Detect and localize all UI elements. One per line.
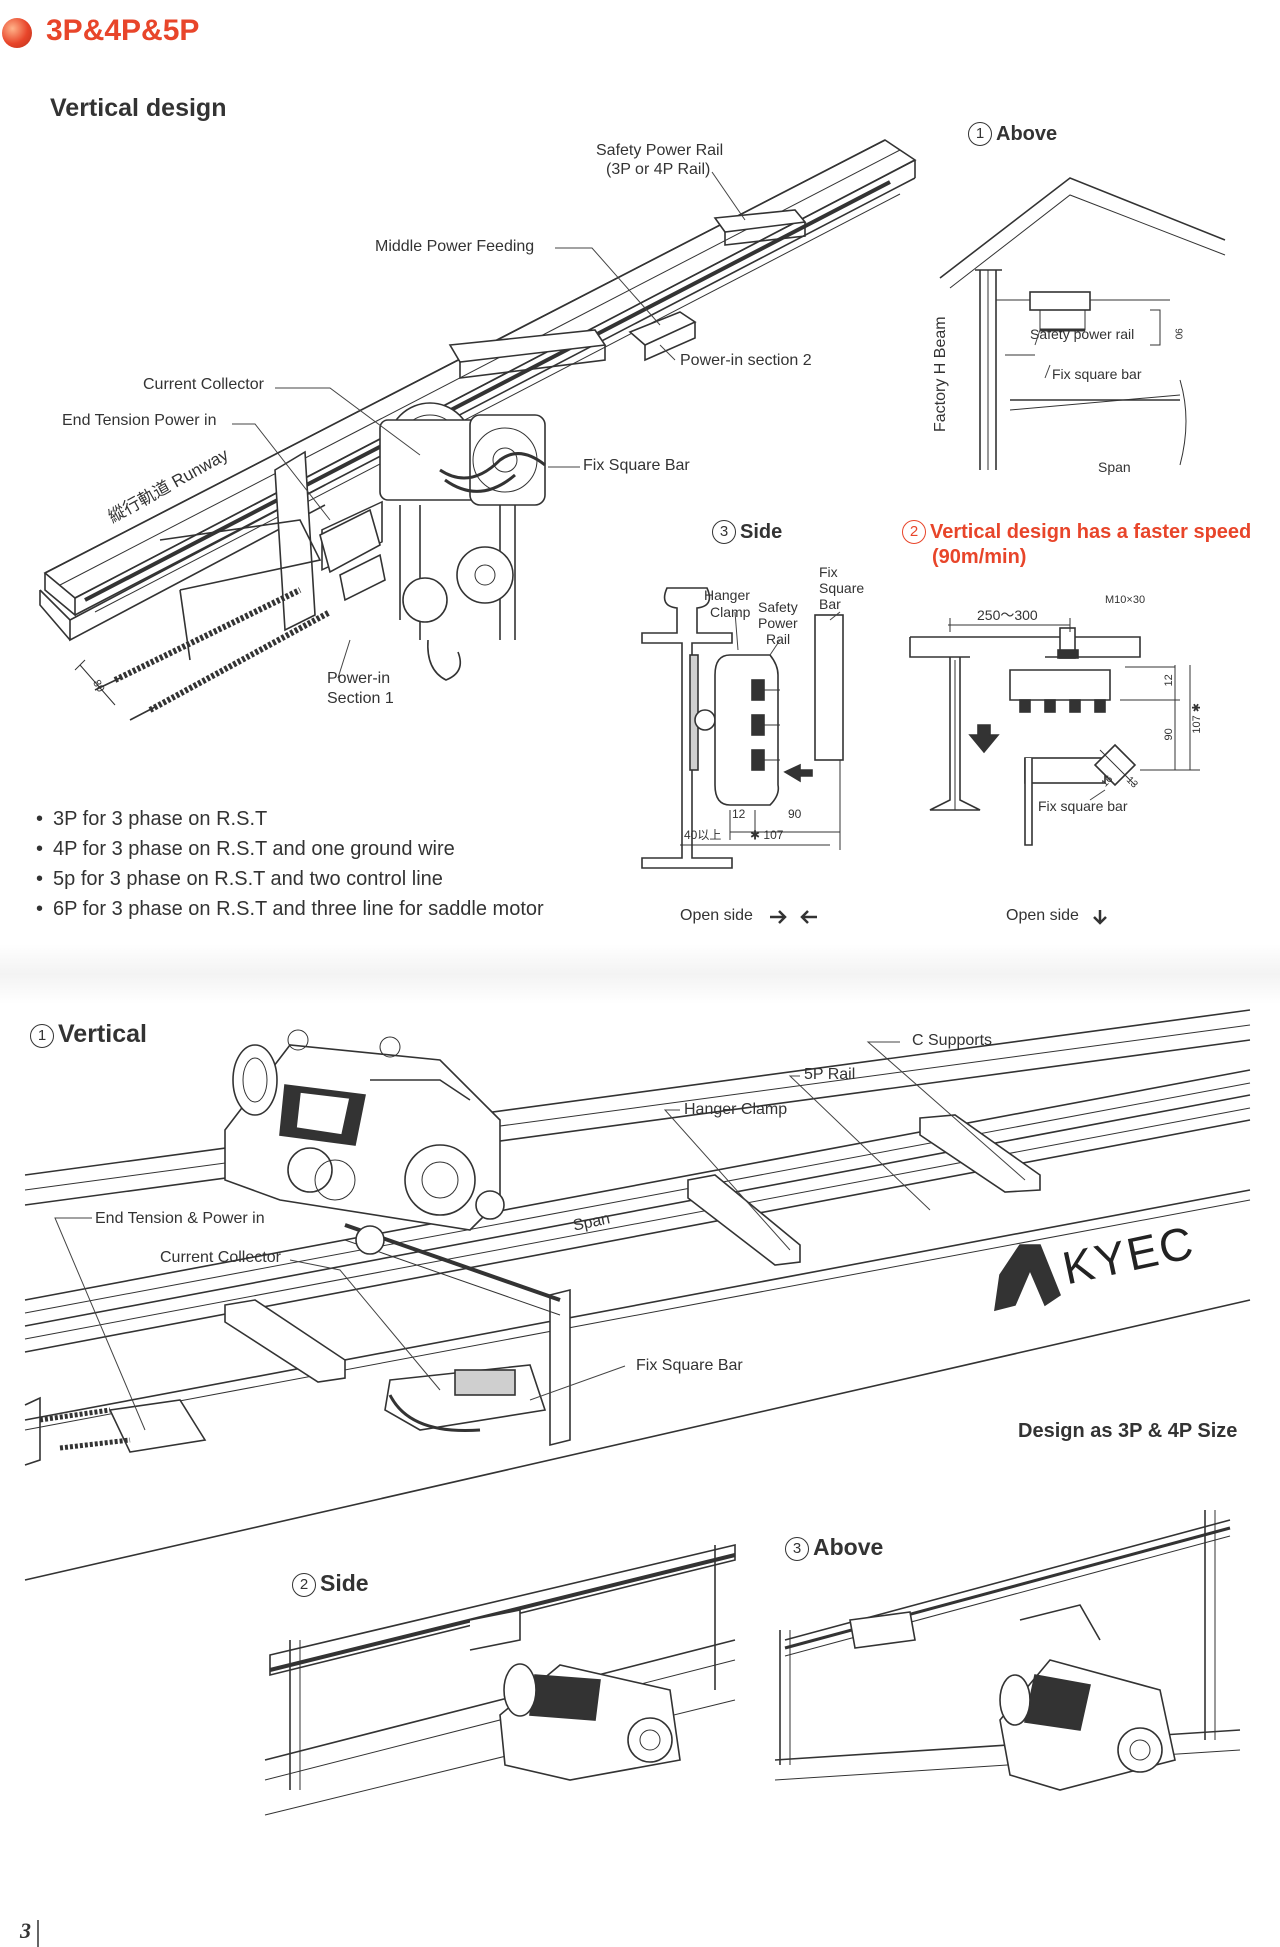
label-fix-square-bar-c: Bar bbox=[819, 596, 841, 612]
bottom-above-heading-text: Above bbox=[813, 1534, 884, 1560]
label-dim-107-vf: 107 ✱ bbox=[1191, 703, 1203, 734]
label-end-tension-power-in: End Tension Power in bbox=[62, 412, 217, 429]
above-heading-text: Above bbox=[996, 123, 1058, 145]
section-heading-vertical-design: Vertical design bbox=[50, 94, 227, 122]
label-safety-power-rail-c: Rail bbox=[766, 631, 791, 647]
circled-number: 3 bbox=[712, 520, 736, 544]
circled-number: 3 bbox=[785, 1537, 809, 1561]
list-item: 6P for 3 phase on R.S.T and three line f… bbox=[36, 894, 544, 924]
label-dim-90-side: 90 bbox=[788, 807, 802, 821]
label-dim-12-vf: 12 bbox=[1162, 674, 1175, 687]
side-heading-text: Side bbox=[740, 521, 783, 543]
label-dim-90-vf: 90 bbox=[1162, 728, 1175, 741]
vertical-fast-heading-text: Vertical design has a faster speed bbox=[930, 521, 1252, 543]
label-end-tension-power-in-bottom: End Tension & Power in bbox=[95, 1210, 265, 1227]
label-current-collector: Current Collector bbox=[143, 376, 264, 393]
circled-number: 2 bbox=[902, 520, 926, 544]
label-fix-square-bar: Fix Square Bar bbox=[583, 457, 690, 474]
label-current-collector-bottom: Current Collector bbox=[160, 1249, 281, 1266]
vertical-fast-speed: (90m/min) bbox=[932, 546, 1027, 568]
label-power-in-section-2: Power-in section 2 bbox=[680, 352, 812, 369]
label-safety-power-rail-a: Safety bbox=[758, 599, 798, 615]
label-dim-40-side: 40以上 bbox=[684, 828, 722, 842]
label-m10x30: M10×30 bbox=[1105, 594, 1146, 606]
label-span-above: Span bbox=[1098, 459, 1131, 475]
list-item: 3P for 3 phase on R.S.T bbox=[36, 804, 544, 834]
label-range-250-300: 250～300 bbox=[977, 607, 1038, 623]
label-c-supports: C Supports bbox=[912, 1032, 993, 1049]
bottom-side-heading-text: Side bbox=[320, 1570, 369, 1596]
label-middle-power-feeding: Middle Power Feeding bbox=[375, 238, 535, 255]
bottom-above-drawing bbox=[774, 1510, 1241, 1791]
label-safety-power-rail-b: Power bbox=[758, 615, 798, 631]
list-item: 4P for 3 phase on R.S.T and one ground w… bbox=[36, 834, 544, 864]
vertical-fast-diagram bbox=[909, 618, 1200, 925]
orange-ball-icon bbox=[2, 18, 32, 48]
list-item: 5p for 3 phase on R.S.T and two control … bbox=[36, 864, 544, 894]
bottom-vertical-assembly-drawing bbox=[24, 1009, 1251, 1581]
label-dim-90-above: 90 bbox=[1172, 328, 1184, 340]
label-fix-square-bar-b: Square bbox=[819, 580, 865, 596]
label-hanger-clamp-a: Hanger bbox=[704, 587, 750, 603]
label-fix-square-bar-above: Fix square bar bbox=[1052, 366, 1142, 382]
label-fix-square-bar-bottom: Fix Square Bar bbox=[636, 1357, 743, 1374]
circled-number: 1 bbox=[30, 1024, 54, 1048]
label-power-in-section-1b: Section 1 bbox=[327, 690, 394, 707]
circled-number: 2 bbox=[292, 1573, 316, 1597]
bottom-side-drawing bbox=[264, 1543, 736, 1816]
label-dim-107-side: ✱ 107 bbox=[750, 828, 784, 842]
label-safety-power-rail-above: Safety power rail bbox=[1030, 326, 1135, 342]
bottom-vertical-heading-text: Vertical bbox=[58, 1020, 147, 1048]
page-title: 3P&4P&5P bbox=[46, 14, 200, 47]
label-5p-rail: 5P Rail bbox=[804, 1066, 856, 1083]
label-dim-12-side: 12 bbox=[732, 807, 746, 821]
circled-number: 1 bbox=[968, 122, 992, 146]
phase-bullet-list: 3P for 3 phase on R.S.T 4P for 3 phase o… bbox=[36, 804, 544, 924]
label-hanger-clamp-b: Clamp bbox=[710, 604, 751, 620]
label-open-side-b: Open side bbox=[1006, 907, 1079, 924]
section-divider bbox=[0, 944, 1280, 1004]
label-fix-square-bar-a: Fix bbox=[819, 564, 838, 580]
label-safety-power-rail: Safety Power Rail bbox=[596, 142, 724, 159]
label-power-in-section-1a: Power-in bbox=[327, 670, 391, 687]
side-diagram bbox=[641, 587, 844, 924]
label-fix-square-bar-vf: Fix square bar bbox=[1038, 798, 1128, 814]
label-factory-h-beam: Factory H Beam bbox=[932, 316, 949, 432]
label-open-side-a: Open side bbox=[680, 907, 753, 924]
label-hanger-clamp: Hanger Clamp bbox=[684, 1101, 788, 1118]
design-note: Design as 3P & 4P Size bbox=[1018, 1420, 1238, 1442]
top-rail-assembly-drawing bbox=[39, 139, 917, 721]
above-diagram bbox=[939, 177, 1226, 470]
page-number: 3 bbox=[20, 1918, 31, 1943]
label-safety-power-rail-sub: (3P or 4P Rail) bbox=[606, 161, 711, 178]
